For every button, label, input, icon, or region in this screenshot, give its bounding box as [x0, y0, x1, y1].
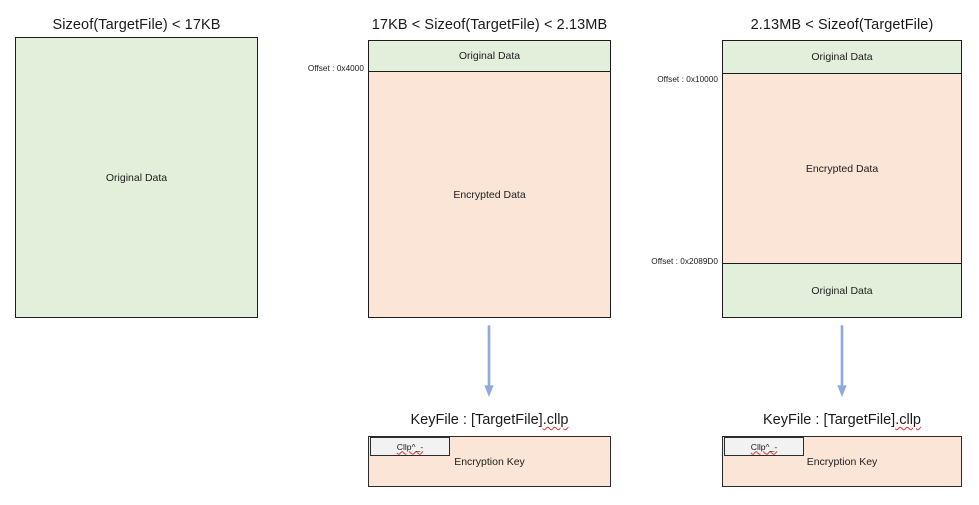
column-2-title: 17KB < Sizeof(TargetFile) < 2.13MB [371, 17, 608, 33]
segment-original-data: Original Data [723, 263, 961, 317]
segment-original-data: Original Data [16, 38, 257, 317]
column-1-title: Sizeof(TargetFile) < 17KB [52, 17, 221, 33]
keyfile-box-column-3: Cllp^_- Encryption Key [722, 436, 962, 487]
offset-label-column-3-0: Offset : 0x10000 [657, 75, 718, 84]
keyfile-body-label: Encryption Key [806, 455, 878, 468]
segment-original-data: Original Data [369, 41, 610, 71]
file-box-column-2: Original Data Encrypted Data [368, 40, 611, 318]
keyfile-title-main: KeyFile : [TargetFile] [763, 412, 896, 428]
keyfile-title-extension: .cllp [542, 412, 569, 428]
offset-label-column-3-1: Offset : 0x2089D0 [651, 257, 718, 266]
keyfile-title-column-2: KeyFile : [TargetFile].cllp [368, 412, 611, 428]
segment-encrypted-data: Encrypted Data [723, 73, 961, 263]
keyfile-marker-tag: Cllp^_- [370, 437, 450, 456]
arrow-column-2 [484, 325, 494, 397]
segment-encrypted-data: Encrypted Data [369, 71, 610, 317]
keyfile-title-column-3: KeyFile : [TargetFile].cllp [722, 412, 962, 428]
file-box-column-1: Original Data [15, 37, 258, 318]
keyfile-box-column-2: Cllp^_- Encryption Key [368, 436, 611, 487]
keyfile-marker-text: Cllp^_- [396, 441, 424, 452]
file-box-column-3: Original Data Encrypted Data Original Da… [722, 40, 962, 318]
keyfile-title-main: KeyFile : [TargetFile] [410, 412, 543, 428]
segment-original-data: Original Data [723, 41, 961, 73]
keyfile-marker-tag: Cllp^_- [724, 437, 804, 456]
keyfile-marker-text: Cllp^_- [750, 441, 778, 452]
keyfile-title-extension: .cllp [895, 412, 921, 428]
offset-label-column-2-0: Offset : 0x4000 [307, 64, 364, 73]
column-3-title: 2.13MB < Sizeof(TargetFile) [750, 17, 934, 33]
keyfile-body-label: Encryption Key [454, 455, 525, 468]
arrow-column-3 [837, 325, 847, 397]
